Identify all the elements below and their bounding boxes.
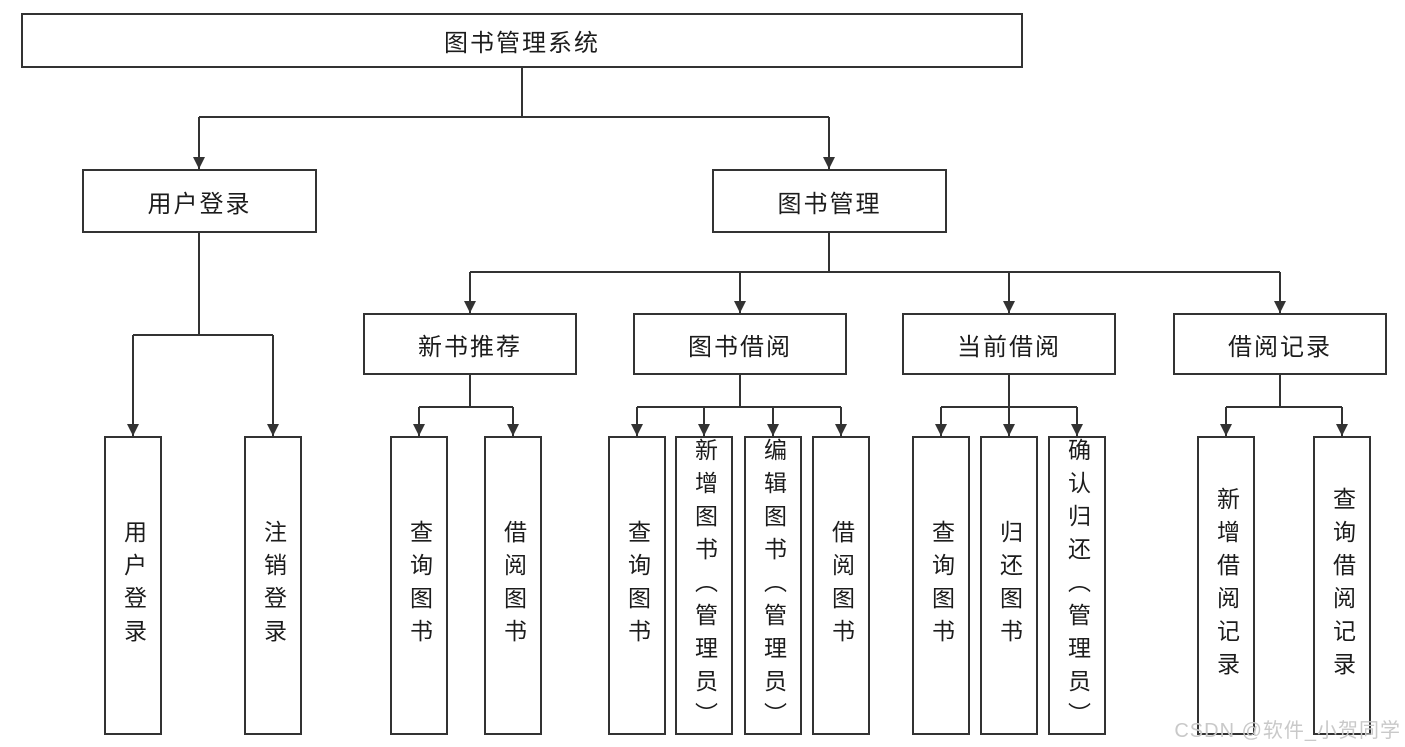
edge-new-books-to-leaves: [413, 375, 519, 436]
node-borrowing-records: 借阅记录: [1173, 313, 1387, 375]
leaf-query-borrow-record: 查询借阅记录: [1313, 436, 1371, 735]
edge-book-borrow-to-leaves: [631, 375, 847, 436]
leaf-add-borrow-record: 新增借阅记录: [1197, 436, 1255, 735]
leaf-borrow-books-1: 借阅图书: [484, 436, 542, 735]
edge-current-borrow-to-leaves: [935, 375, 1083, 436]
edge-root-to-level2: [193, 68, 835, 169]
leaf-user-login: 用户登录: [104, 436, 162, 735]
edge-user-login-to-leaves: [127, 233, 279, 436]
leaf-query-books-2: 查询图书: [608, 436, 666, 735]
edge-book-mgmt-to-level3: [464, 233, 1286, 313]
node-new-book-recommendation: 新书推荐: [363, 313, 577, 375]
node-library-management-system: 图书管理系统: [21, 13, 1023, 68]
leaf-query-books-1: 查询图书: [390, 436, 448, 735]
leaf-borrow-books-2: 借阅图书: [812, 436, 870, 735]
node-book-management: 图书管理: [712, 169, 947, 233]
leaf-edit-books-admin: 编辑图书（管理员）: [744, 436, 802, 735]
leaf-confirm-return-admin: 确认归还（管理员）: [1048, 436, 1106, 735]
node-user-login: 用户登录: [82, 169, 317, 233]
edge-borrow-records-to-leaves: [1220, 375, 1348, 436]
leaf-logout: 注销登录: [244, 436, 302, 735]
node-current-borrowing: 当前借阅: [902, 313, 1116, 375]
leaf-add-books-admin: 新增图书（管理员）: [675, 436, 733, 735]
leaf-query-books-3: 查询图书: [912, 436, 970, 735]
node-book-borrowing: 图书借阅: [633, 313, 847, 375]
csdn-watermark: CSDN @软件_小贺同学: [1174, 720, 1401, 742]
leaf-return-books: 归还图书: [980, 436, 1038, 735]
